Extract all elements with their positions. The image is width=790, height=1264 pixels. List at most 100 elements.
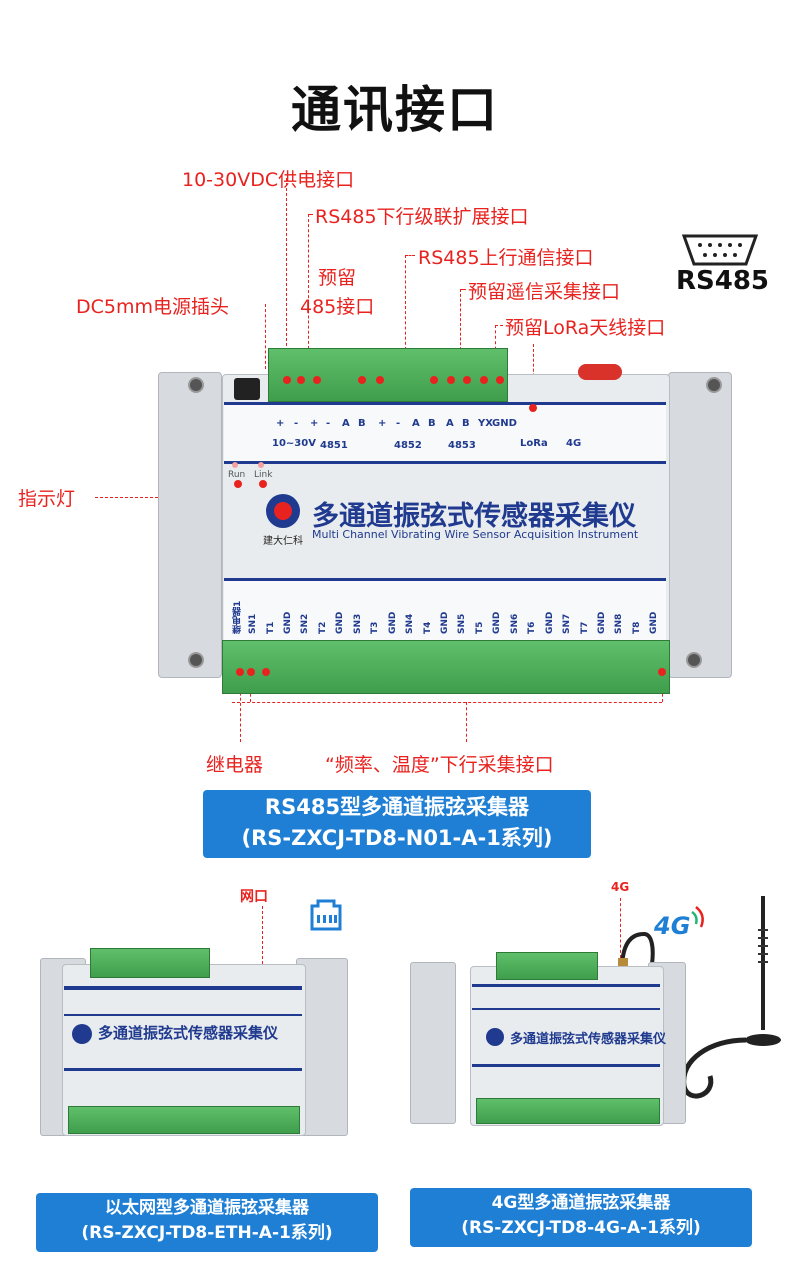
pin-label: B	[358, 418, 366, 429]
terminal-label: SN7	[562, 613, 573, 634]
terminal-label: T1	[265, 621, 276, 634]
pin-label: -	[294, 418, 299, 429]
right-mount-rail	[668, 372, 732, 678]
terminal-label: GND	[596, 611, 607, 634]
label-reserved-yx: 预留遥信采集接口	[468, 281, 621, 303]
label-reserved-line1: 预留	[318, 267, 357, 289]
label-4852: 4852	[394, 440, 422, 451]
label-dc5mm: DC5mm电源插头	[76, 296, 230, 318]
pin-label: +	[310, 418, 319, 429]
pin-label: A	[446, 418, 454, 429]
terminal-label: SN6	[509, 613, 520, 634]
caption-4g-line1: 4G型多通道振弦采集器	[491, 1193, 671, 1213]
pin-label: -	[396, 418, 401, 429]
g4-left-rail	[410, 962, 456, 1124]
label-4851: 4851	[320, 440, 348, 451]
link-led-label: Link	[254, 470, 273, 480]
pin-label: +	[378, 418, 387, 429]
terminal-label: T6	[527, 621, 538, 634]
pin-label: -	[326, 418, 331, 429]
terminal-label: T7	[579, 621, 590, 634]
g4-top-terminal	[496, 952, 598, 980]
caption-ethernet-line2: (RS-ZXCJ-TD8-ETH-A-1系列)	[81, 1223, 333, 1243]
left-mount-rail	[158, 372, 222, 678]
terminal-label: 继电器1	[232, 600, 243, 634]
link-led	[258, 462, 264, 468]
terminal-label: T4	[422, 621, 433, 634]
terminal-label: GND	[387, 611, 398, 634]
eth-logo-icon	[72, 1024, 92, 1044]
caption-rs485: RS485型多通道振弦采集器 (RS-ZXCJ-TD8-N01-A-1系列)	[203, 790, 591, 858]
g4-bottom-terminal	[476, 1098, 660, 1124]
terminal-label: SN2	[300, 613, 311, 634]
terminal-label: SN3	[352, 613, 363, 634]
label-4g: 4G	[566, 438, 582, 449]
rs485-badge-text: RS485	[676, 266, 770, 296]
g4-device-name: 多通道振弦式传感器采集仪	[510, 1032, 667, 1047]
reset-button-red	[578, 364, 622, 380]
label-lora: LoRa	[520, 438, 548, 449]
top-label-panel	[224, 402, 666, 464]
bottom-labels-row: 继电器1 SN1 T1 GND SN2 T2 GND SN3 T3 GND SN4 T4 GND SN5 T…	[228, 586, 664, 636]
page-title: 通讯接口	[291, 81, 499, 139]
caption-ethernet: 以太网型多通道振弦采集器 (RS-ZXCJ-TD8-ETH-A-1系列)	[36, 1193, 378, 1252]
antenna-cable	[618, 928, 658, 972]
run-led-label: Run	[228, 470, 246, 480]
label-freq-temp: “频率、温度”下行采集接口	[325, 754, 554, 776]
label-4g-tag: 4G	[611, 880, 630, 894]
g4-logo-icon	[486, 1028, 504, 1046]
terminal-label: GND	[492, 611, 503, 634]
terminal-label: T5	[474, 621, 485, 634]
terminal-label: SN1	[248, 613, 259, 634]
db9-connector-icon	[680, 234, 760, 266]
label-10-30v: 10~30V	[272, 438, 316, 449]
label-indicator: 指示灯	[18, 488, 76, 510]
caption-rs485-line2: (RS-ZXCJ-TD8-N01-A-1系列)	[241, 826, 553, 850]
terminal-label: T3	[370, 621, 381, 634]
label-reserved-line2: 485接口	[300, 296, 375, 318]
terminal-label: GND	[649, 611, 660, 634]
device-name-cn: 多通道振弦式传感器采集仪	[312, 501, 636, 532]
terminal-label: GND	[335, 611, 346, 634]
pin-label: B	[462, 418, 470, 429]
top-terminal-block	[268, 348, 508, 402]
caption-rs485-line1: RS485型多通道振弦采集器	[264, 795, 530, 819]
ethernet-port-icon	[308, 898, 344, 932]
eth-device-name: 多通道振弦式传感器采集仪	[98, 1024, 279, 1042]
antenna-icon	[670, 890, 790, 1110]
terminal-label: SN4	[405, 613, 416, 634]
dc-jack-icon	[234, 378, 260, 400]
pin-label: GND	[492, 418, 517, 429]
label-relay: 继电器	[206, 754, 264, 776]
label-power-port: 10-30VDC供电接口	[182, 169, 355, 191]
label-reserved-lora: 预留LoRa天线接口	[505, 317, 666, 339]
device-name-en: Multi Channel Vibrating Wire Sensor Acqu…	[312, 528, 639, 541]
pin-label: YX	[478, 418, 493, 429]
pin-label: A	[342, 418, 350, 429]
terminal-label: T2	[317, 621, 328, 634]
terminal-label: GND	[544, 611, 555, 634]
label-4853: 4853	[448, 440, 476, 451]
label-net-port: 网口	[240, 889, 268, 905]
eth-top-terminal	[90, 948, 210, 978]
brand-name: 建大仁科	[263, 536, 303, 547]
pin-label: A	[412, 418, 420, 429]
4g-logo-icon: 4G	[652, 904, 708, 940]
caption-4g-line2: (RS-ZXCJ-TD8-4G-A-1系列)	[461, 1218, 701, 1238]
caption-ethernet-line1: 以太网型多通道振弦采集器	[105, 1198, 309, 1218]
pin-label: B	[428, 418, 436, 429]
bottom-label-panel	[224, 578, 666, 643]
bottom-terminal-block	[222, 640, 670, 694]
terminal-label: T8	[631, 621, 642, 634]
svg-text:4G: 4G	[653, 912, 690, 938]
terminal-label: SN8	[614, 613, 625, 634]
label-rs485-down: RS485下行级联扩展接口	[315, 206, 529, 228]
pin-label: +	[276, 418, 285, 429]
label-rs485-up: RS485上行通信接口	[418, 247, 594, 269]
terminal-label: GND	[440, 611, 450, 634]
terminal-label: GND	[283, 611, 294, 634]
run-led	[232, 462, 238, 468]
caption-4g: 4G型多通道振弦采集器 (RS-ZXCJ-TD8-4G-A-1系列)	[410, 1188, 752, 1247]
terminal-label: SN5	[457, 613, 468, 634]
eth-bottom-terminal	[68, 1106, 300, 1134]
